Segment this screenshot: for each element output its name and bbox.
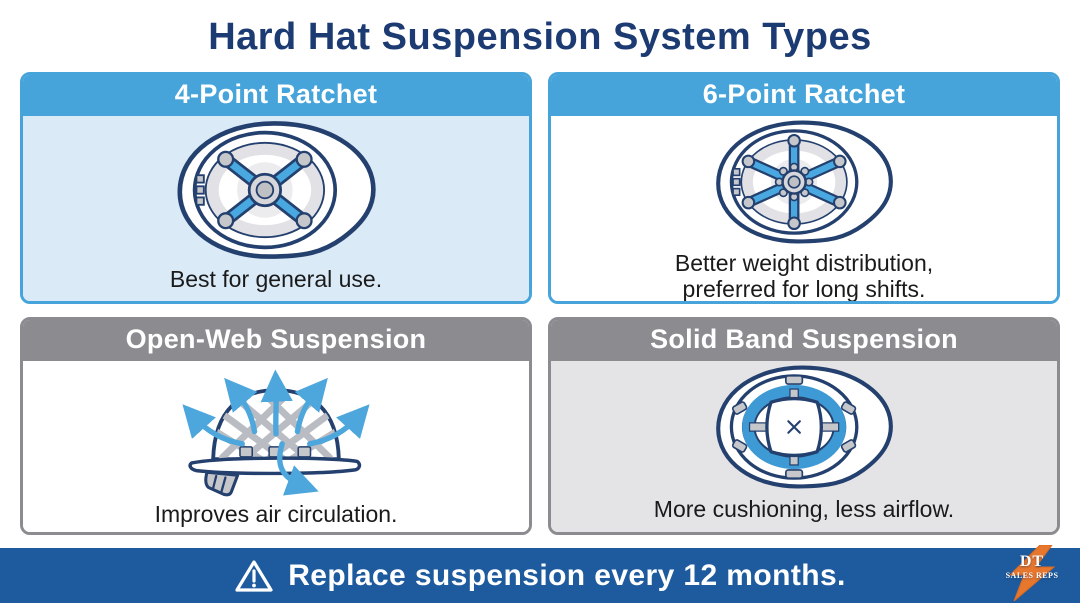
panel-header: Solid Band Suspension <box>551 320 1057 361</box>
panel-solid-band-suspension: Solid Band Suspension <box>548 317 1060 535</box>
lightning-bolt-icon <box>1008 545 1056 601</box>
panel-description: Best for general use. <box>169 266 383 292</box>
six-point-ratchet-illustration <box>716 120 893 244</box>
solid-band-cushion-illustration <box>716 365 893 489</box>
panel-header: 6-Point Ratchet <box>551 75 1057 116</box>
footer-banner: Replace suspension every 12 months. DT S… <box>0 545 1080 603</box>
panel-four-point-ratchet: 4-Point Ratchet <box>20 72 532 304</box>
panel-header: 4-Point Ratchet <box>23 75 529 116</box>
panel-grid: 4-Point Ratchet <box>20 72 1060 535</box>
warning-triangle-icon <box>235 559 273 592</box>
company-logo: DT SALES REPS <box>996 545 1068 601</box>
four-point-ratchet-illustration <box>177 121 376 259</box>
panel-description: Improves air circulation. <box>154 501 398 527</box>
open-web-airflow-illustration <box>182 369 370 497</box>
page-title: Hard Hat Suspension System Types <box>208 16 872 58</box>
panel-open-web-suspension: Open-Web Suspension <box>20 317 532 535</box>
panel-six-point-ratchet: 6-Point Ratchet <box>548 72 1060 304</box>
footer-message: Replace suspension every 12 months. <box>288 558 846 592</box>
panel-header: Open-Web Suspension <box>23 320 529 361</box>
panel-description: Better weight distribution, preferred fo… <box>674 250 934 303</box>
panel-description: More cushioning, less airflow. <box>653 495 955 522</box>
